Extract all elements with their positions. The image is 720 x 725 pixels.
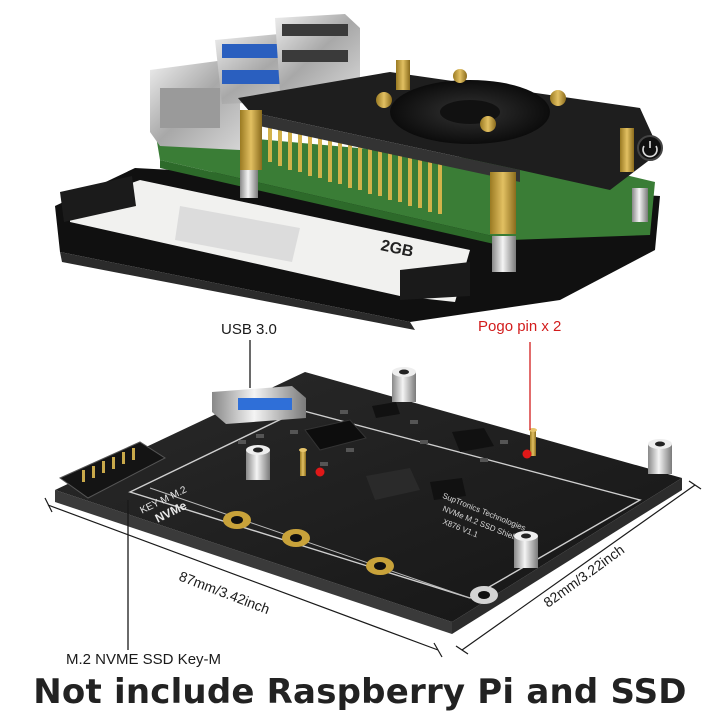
standoff-front bbox=[514, 531, 538, 568]
caption: Not include Raspberry Pi and SSD bbox=[33, 672, 687, 712]
standoff-right bbox=[648, 439, 672, 474]
controller-chip bbox=[304, 419, 367, 451]
x876-board: KEY M M.2 NVMe SupTronics Technologies N… bbox=[55, 367, 682, 634]
usb-callout-label: USB 3.0 bbox=[221, 321, 277, 338]
standoff-top bbox=[392, 367, 416, 402]
pogo-pin-right bbox=[529, 428, 537, 456]
m2-callout-label: M.2 NVME SSD Key-M bbox=[66, 651, 222, 668]
width-dimension-label: 87mm/3.42inch bbox=[177, 568, 272, 617]
assembled-stack: 2GB bbox=[55, 14, 663, 330]
pogo-marker-right bbox=[522, 449, 532, 459]
board-top bbox=[55, 372, 682, 622]
standoff-left bbox=[246, 445, 270, 480]
ssd-size-text: 2GB bbox=[379, 237, 415, 260]
dimension-lines bbox=[44, 480, 702, 658]
callout-lines bbox=[127, 340, 251, 650]
pogo-callout-label: Pogo pin x 2 bbox=[478, 318, 562, 335]
inductor bbox=[366, 468, 420, 500]
pogo-marker-left bbox=[315, 467, 325, 477]
m2-connector bbox=[59, 441, 166, 499]
pogo-pin-left bbox=[299, 448, 307, 476]
